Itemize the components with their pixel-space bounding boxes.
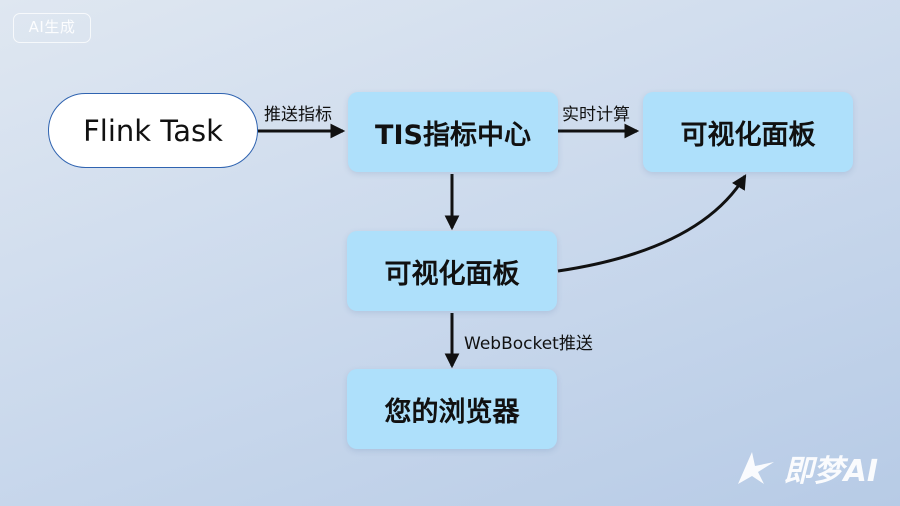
node-tis-center: TIS指标中心 <box>348 92 558 172</box>
jimeng-logo-icon <box>737 452 774 484</box>
label-realtime-compute: 实时计算 <box>562 105 630 125</box>
node-browser: 您的浏览器 <box>347 369 557 449</box>
node-panel-middle: 可视化面板 <box>347 231 557 311</box>
label-push-metrics: 推送指标 <box>264 105 332 125</box>
jimeng-watermark: 即梦AI <box>734 446 878 490</box>
watermark-text: 即梦AI <box>783 454 878 489</box>
arrow-panel-middle-to-panel-right <box>557 174 747 273</box>
label-websocket-push: WebBocket推送 <box>464 334 593 354</box>
ai-generated-badge: AI生成 <box>13 13 91 43</box>
node-flink-task: Flink Task <box>48 93 258 168</box>
node-panel-right: 可视化面板 <box>643 92 853 172</box>
